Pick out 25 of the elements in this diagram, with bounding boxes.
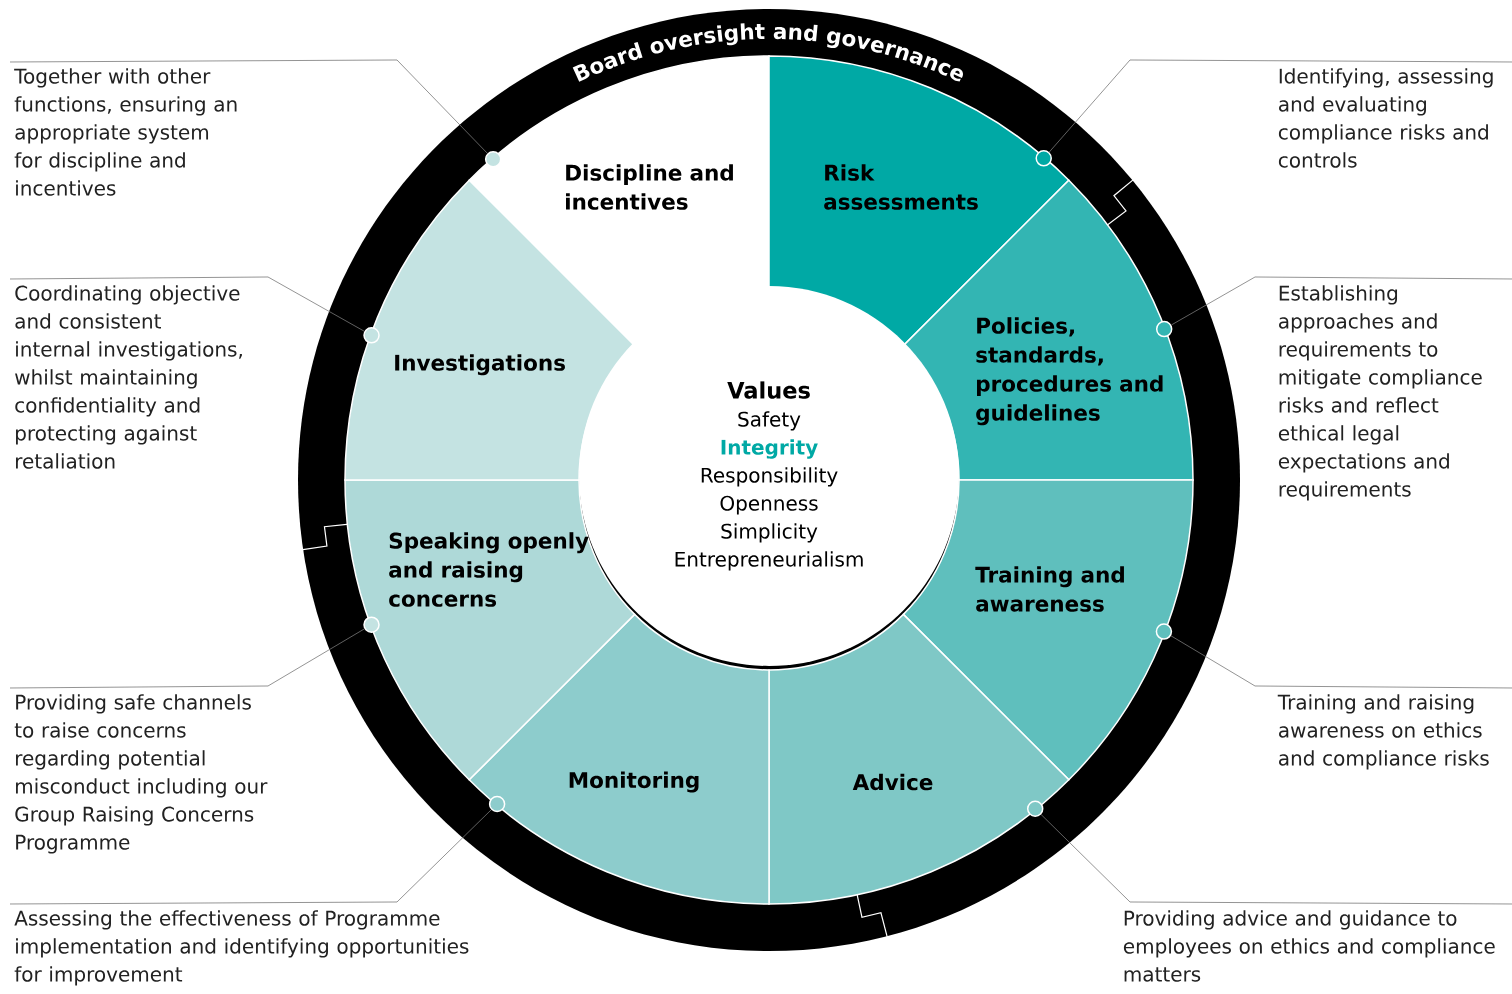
description-text: Training and raising awareness on ethics and compliance risks [1277, 694, 1489, 770]
leader-line [9, 59, 488, 154]
dot-marker [488, 795, 506, 813]
leader-line [1048, 59, 1512, 153]
dot-marker [363, 327, 380, 344]
leader-line [1170, 635, 1512, 689]
leader-line [9, 276, 365, 332]
leader-line [1040, 814, 1512, 905]
dot-marker [363, 616, 380, 633]
puzzle-segment: Monitoring [468, 613, 770, 905]
dot-marker [1026, 800, 1044, 817]
description-text: Assessing the effectiveness of Programme implementation and identifying opportunities for improvement [14, 910, 469, 986]
dot-marker [1155, 320, 1173, 338]
leader-line [9, 809, 492, 905]
puzzle-segment: Advice [768, 613, 1070, 905]
description-text: Providing advice and guidance to employees on ethics and compliance matters [1123, 910, 1495, 982]
dot-marker [1155, 623, 1173, 640]
description-text: Providing safe channels to raise concerns regarding potential misconduct including our Group Raising Concerns Programme [14, 694, 268, 854]
description-text: Establishing approaches and requirements to mitigate compliance risks and reflect ethical legal expectations and requirements [1278, 285, 1482, 501]
description-text: Coordinating objective and consistent internal investigations, whilst maintaining confidentiality and protecting against retaliation [15, 285, 242, 469]
description-text: Together with other functions, ensuring an appropriate system for discipline and incentives [14, 68, 237, 196]
leader-line [9, 628, 365, 689]
leader-line [1170, 276, 1512, 326]
dot-marker [1035, 150, 1052, 167]
description-text: Identifying, assessing and evaluating compliance risks and controls [1278, 68, 1493, 168]
